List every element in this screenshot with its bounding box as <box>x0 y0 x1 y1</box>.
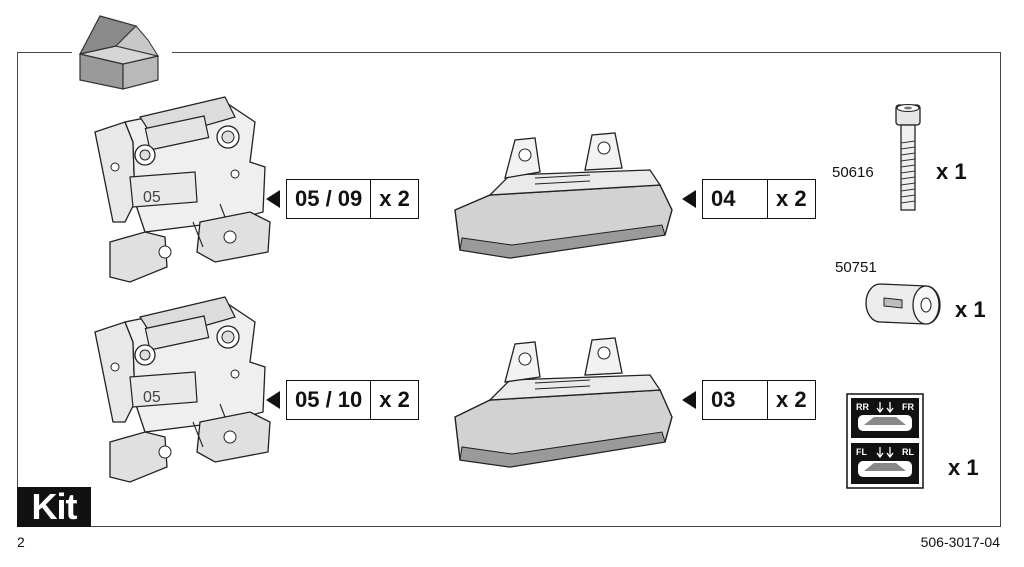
callout-qty: x 2 <box>379 186 410 211</box>
bracket-drawing-05-10: 05 <box>94 296 271 483</box>
pointer-arrow-icon <box>682 391 696 409</box>
callout-qty: x 2 <box>776 186 807 211</box>
callout-code: 04 <box>703 180 768 218</box>
callout-03: 03 x 2 <box>682 380 816 420</box>
pointer-arrow-icon <box>682 190 696 208</box>
callout-code: 03 <box>703 381 768 419</box>
qty-sticker: x 1 <box>948 455 979 480</box>
kit-label: Kit <box>17 487 91 527</box>
qty-sleeve: x 1 <box>955 297 986 322</box>
pointer-arrow-icon <box>266 190 280 208</box>
callout-05-10: 05 / 10 x 2 <box>266 380 419 420</box>
position-sticker-icon: RR FR FL RL <box>846 393 924 489</box>
callout-qty: x 2 <box>776 387 807 412</box>
bracket-drawing-05-09: 05 <box>94 96 271 283</box>
kit-box-icon <box>78 15 160 90</box>
bracket-marking-text: 05 <box>143 389 161 406</box>
callout-05-09: 05 / 09 x 2 <box>266 179 419 219</box>
sticker-bottom-right-label: RL <box>902 447 914 457</box>
callout-code: 05 / 10 <box>287 381 372 419</box>
qty-bolt: x 1 <box>936 159 967 184</box>
callout-04: 04 x 2 <box>682 179 816 219</box>
bolt-icon <box>895 103 921 211</box>
document-code: 506-3017-04 <box>920 534 1000 550</box>
kit-frame <box>17 52 1001 527</box>
sticker-bottom-left-label: FL <box>856 447 867 457</box>
pointer-arrow-icon <box>266 391 280 409</box>
callout-qty: x 2 <box>379 387 410 412</box>
foot-pad-drawing-03 <box>454 337 673 468</box>
callout-code: 05 / 09 <box>287 180 372 218</box>
bracket-marking-text: 05 <box>143 189 161 206</box>
part-number-bolt: 50616 <box>832 164 874 181</box>
page-number: 2 <box>17 534 25 550</box>
sticker-top-right-label: FR <box>902 402 914 412</box>
part-number-sleeve: 50751 <box>835 259 877 276</box>
sleeve-icon <box>865 283 941 325</box>
sticker-top-left-label: RR <box>856 402 869 412</box>
foot-pad-drawing-04 <box>454 132 673 259</box>
